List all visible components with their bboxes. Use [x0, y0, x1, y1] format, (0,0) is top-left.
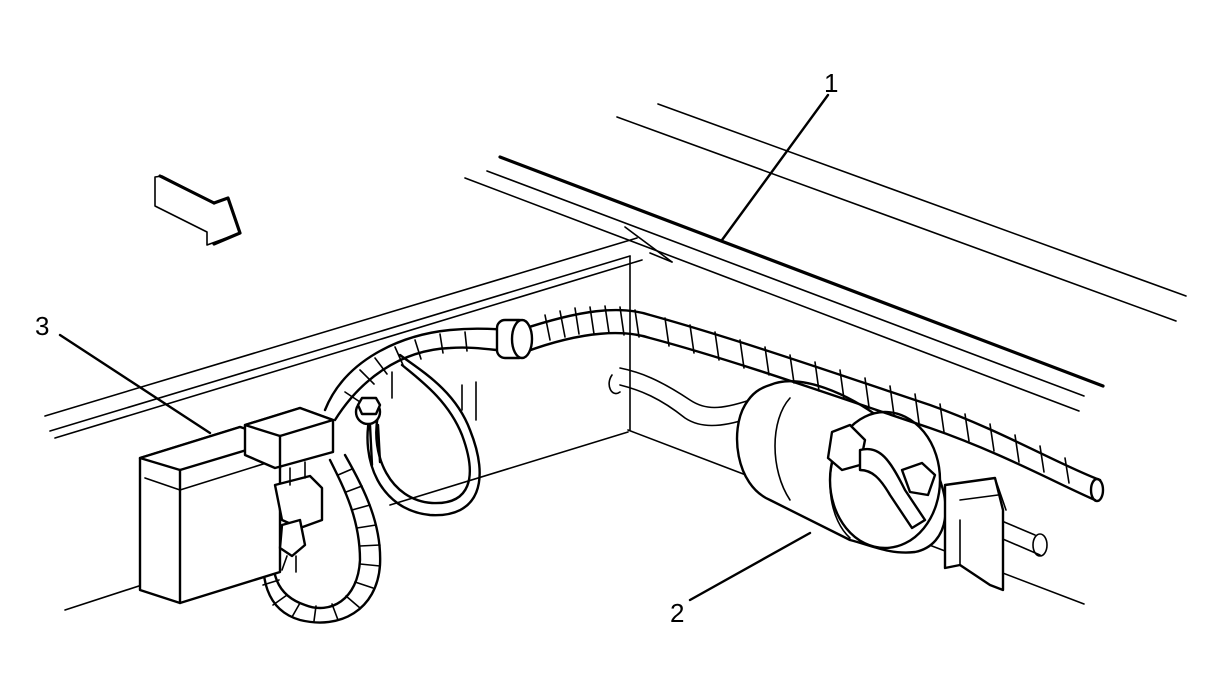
fuel-filter: [735, 380, 1007, 592]
frame-rail: [464, 103, 1187, 412]
leader-line-1: [720, 93, 830, 242]
pigtail-harness: [262, 453, 382, 624]
forward-direction-arrow-icon: [154, 174, 242, 246]
callout-leaders: [58, 93, 830, 602]
callout-2: 2: [670, 598, 684, 628]
callout-3: 3: [35, 311, 49, 341]
callout-labels: 1 2 3: [35, 68, 838, 628]
wiring-harness: [323, 305, 1105, 503]
conduit-ribs: [344, 305, 1070, 484]
leader-line-2: [688, 531, 812, 602]
callout-1: 1: [824, 68, 838, 98]
electrical-connector: [243, 406, 335, 573]
crossmember: [44, 237, 1085, 611]
ground-strap: [354, 353, 481, 517]
leader-line-3: [58, 333, 212, 435]
